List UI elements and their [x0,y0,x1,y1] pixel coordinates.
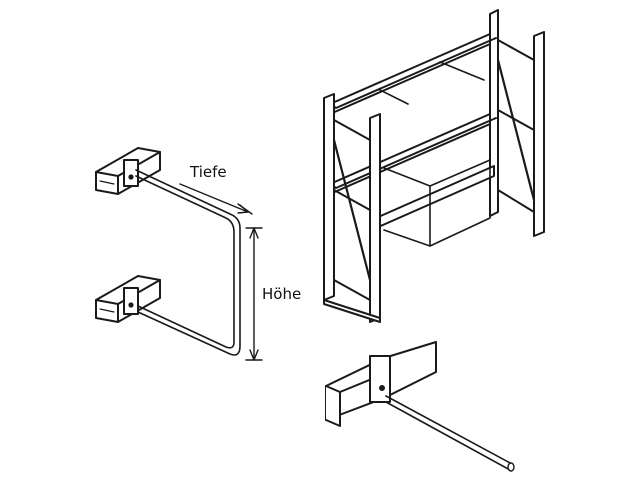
beam-lower [375,165,495,229]
depth-dimension [179,183,253,215]
back-frame [489,9,545,237]
u-bar [135,169,241,356]
rack-u-bars [379,61,491,247]
depth-label: Tiefe [189,163,227,181]
height-dimension [245,227,263,361]
front-frame [323,93,381,323]
detail-u-bar [95,147,241,356]
detail-straight-bar [325,341,515,472]
pallet-rack [323,9,545,323]
height-label: Höhe [262,285,301,303]
lower-beam [95,275,161,323]
upper-beam [95,147,161,195]
